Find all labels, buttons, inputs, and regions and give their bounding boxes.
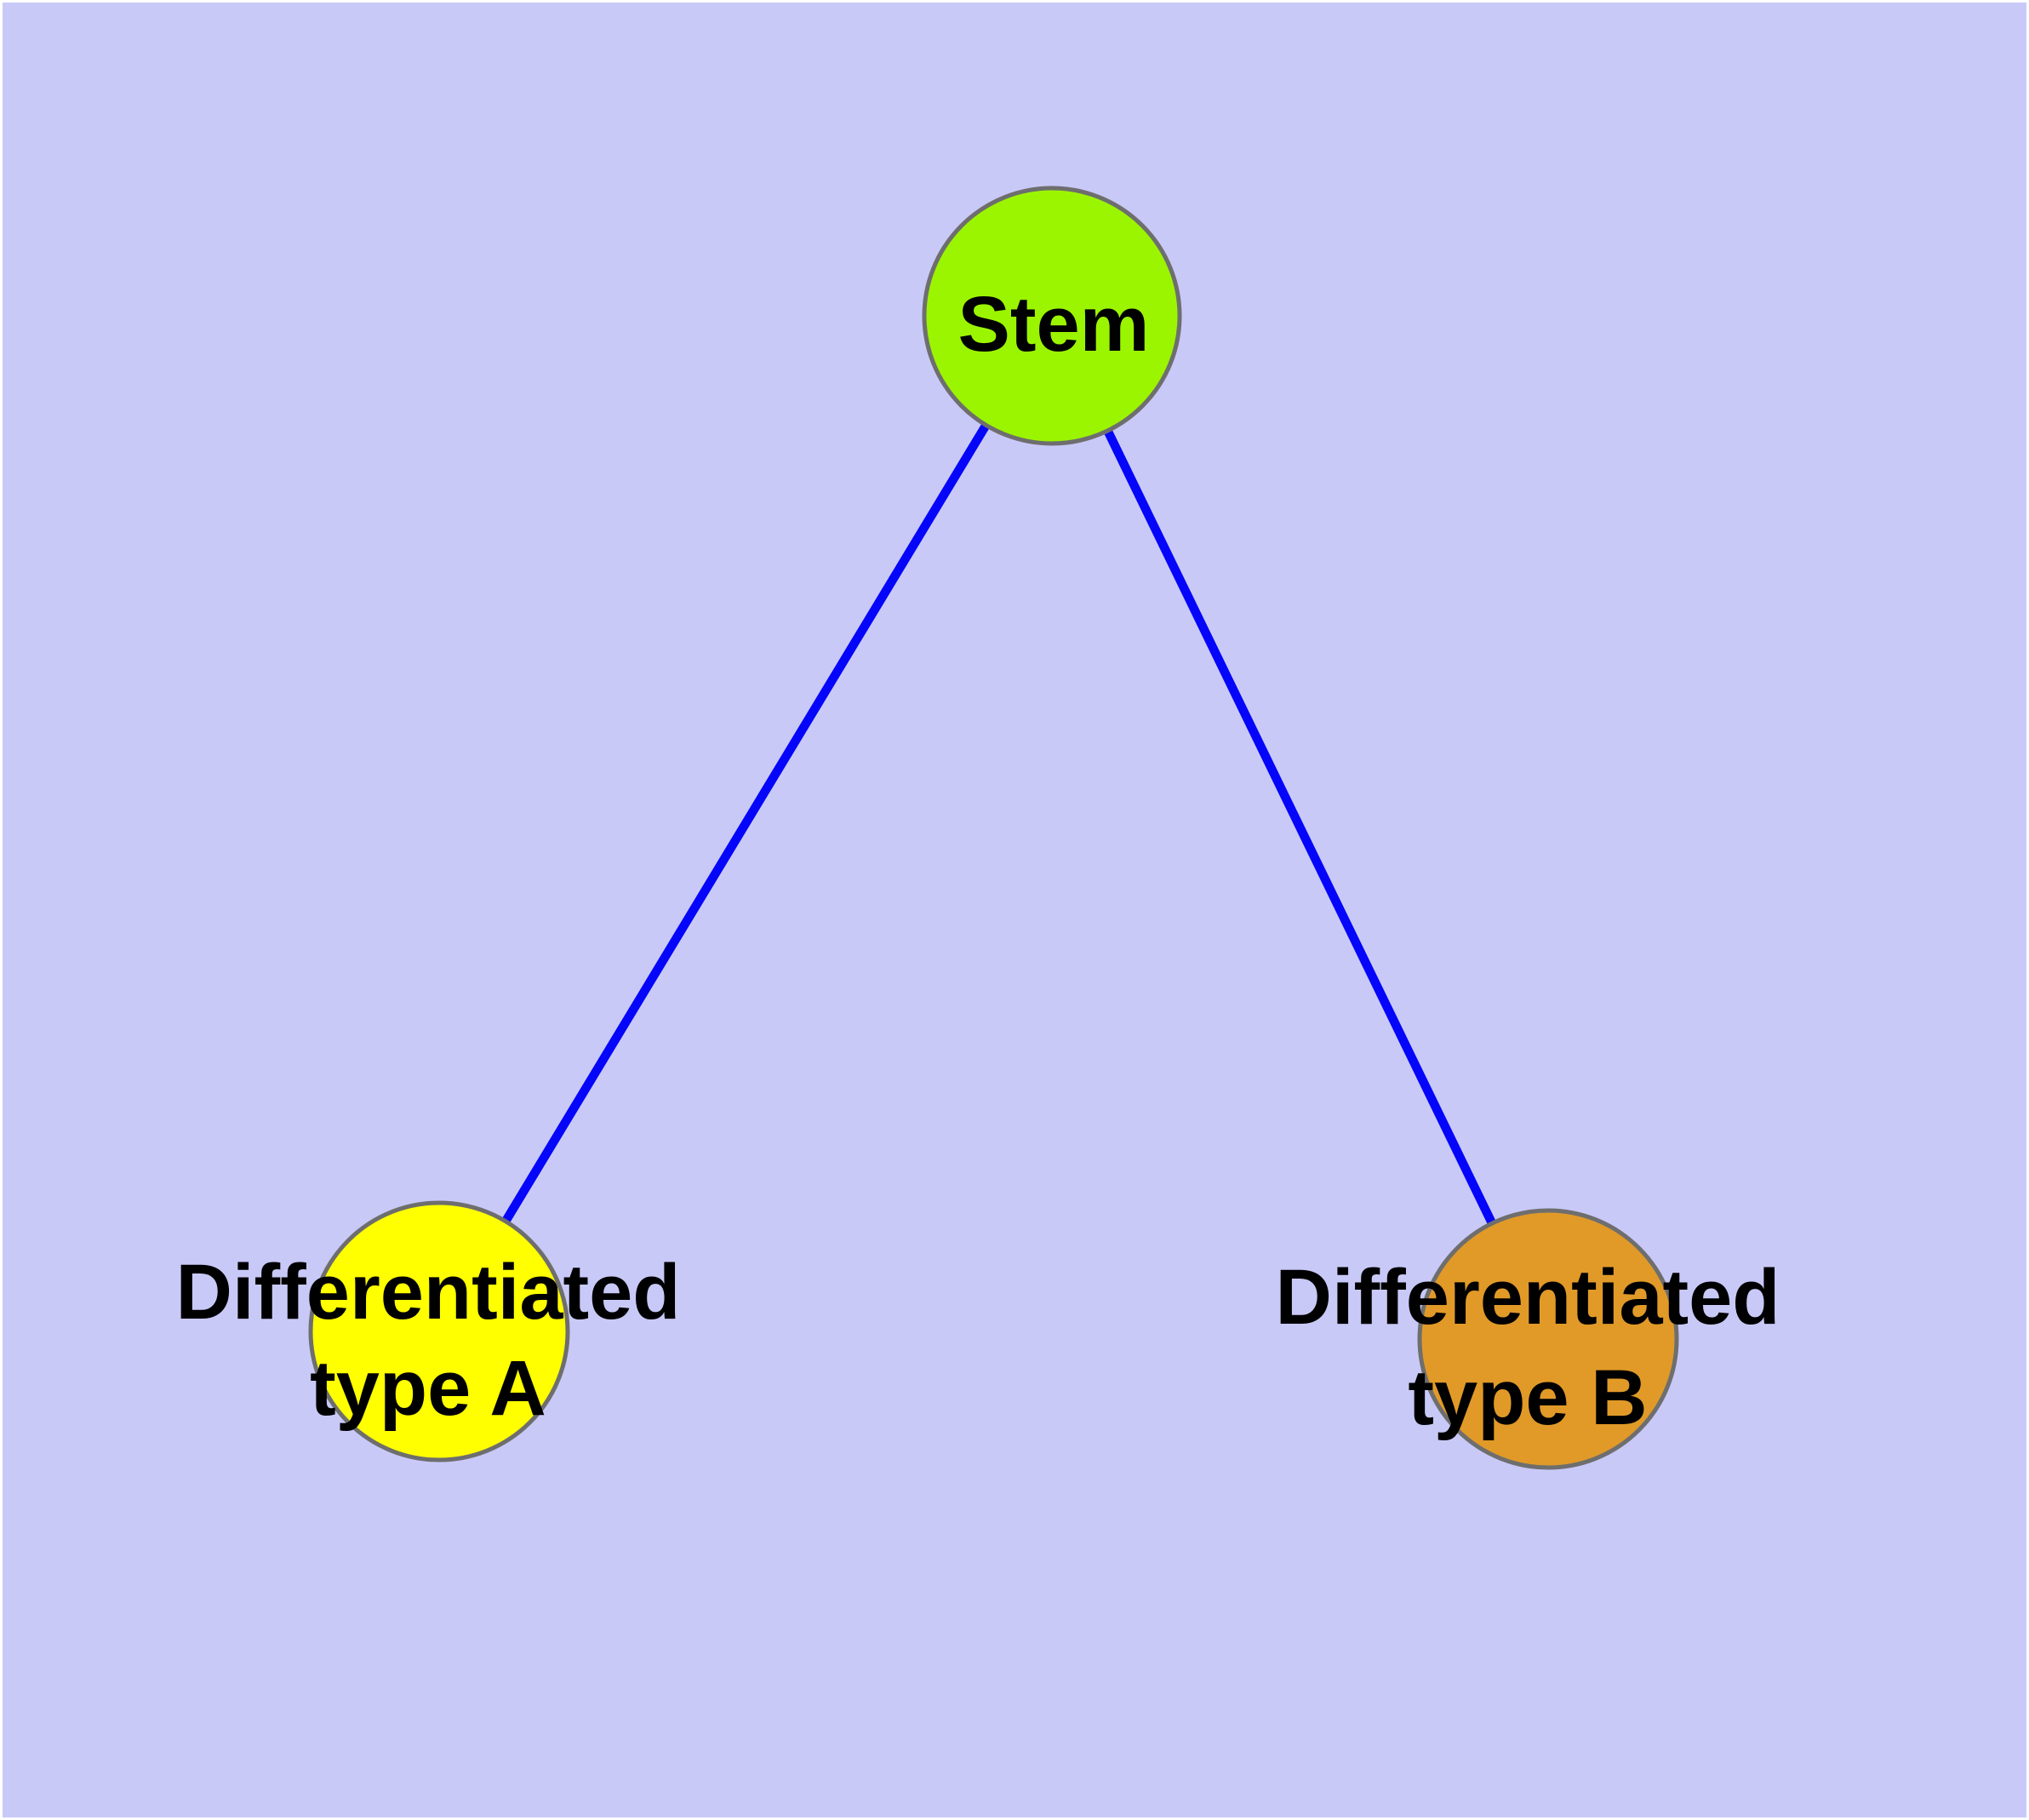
edge-stem-to-type-a	[435, 313, 1056, 1334]
edge-stem-to-type-b	[1048, 313, 1552, 1342]
node-differentiated-type-b-label-line2: type B	[1408, 1354, 1647, 1441]
node-differentiated-type-a-circle	[308, 1200, 570, 1462]
node-stem-circle	[922, 186, 1182, 446]
label-group: Stem Differentiated type A Differentiate…	[176, 281, 1780, 1441]
node-differentiated-type-b-label-line1: Differentiated	[1276, 1254, 1780, 1341]
node-differentiated-type-b-circle	[1417, 1208, 1679, 1470]
node-differentiated-type-a-label-line2: type A	[310, 1345, 546, 1432]
node-group	[308, 186, 1679, 1470]
node-differentiated-type-a-label-line1: Differentiated	[176, 1249, 681, 1336]
edge-group	[435, 313, 1552, 1342]
node-stem-label: Stem	[958, 281, 1150, 368]
